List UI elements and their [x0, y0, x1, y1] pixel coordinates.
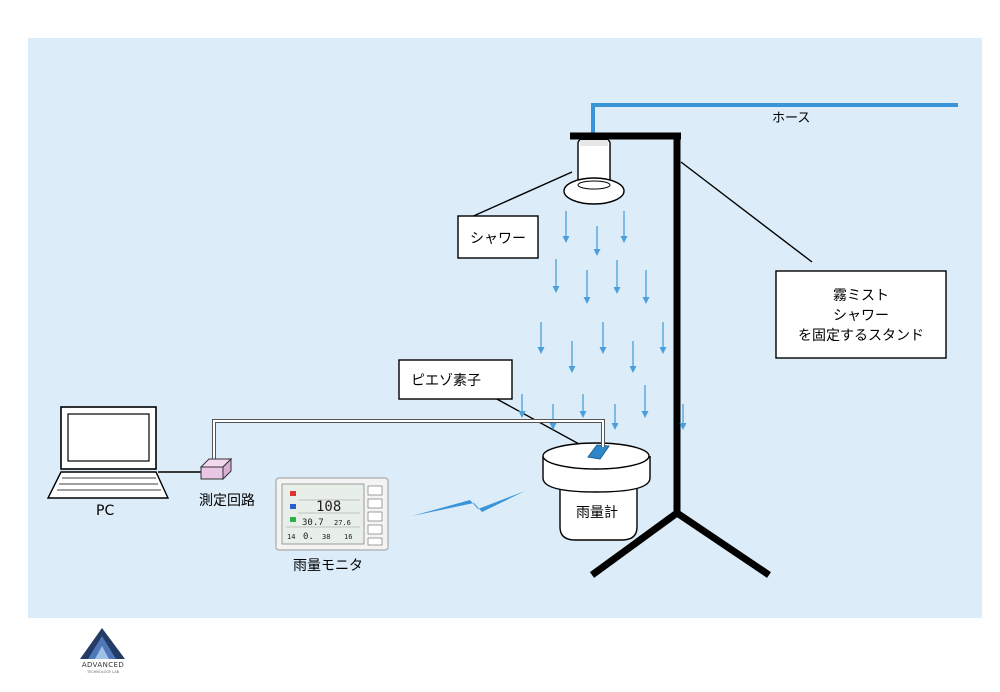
water-drop-arrowhead — [568, 366, 576, 373]
piezo-leader-line — [494, 397, 591, 451]
piezo-element — [587, 444, 610, 460]
stand-leader-line — [680, 161, 813, 263]
water-drop-arrowhead — [579, 411, 587, 418]
logo-sub: TECHNOLOGY LAB — [86, 670, 120, 674]
rain-gauge-label: 雨量計 — [576, 505, 618, 521]
piezo-callout: ピエゾ素子 — [398, 359, 513, 400]
water-drop-arrowhead — [537, 347, 545, 354]
circuit-box-icon — [199, 457, 233, 481]
monitor-bottom-right: 38 — [322, 533, 330, 541]
monitor-main-value: 108 — [316, 499, 341, 515]
water-drop-arrowhead — [620, 236, 628, 243]
water-drop-arrowhead — [642, 297, 650, 304]
water-drop-arrowhead — [549, 423, 557, 430]
water-drop-arrowhead — [679, 423, 687, 430]
water-drop-arrowhead — [659, 347, 667, 354]
monitor-bottom-end: 16 — [344, 533, 352, 541]
water-drop-arrowhead — [611, 423, 619, 430]
monitor-label: 雨量モニタ — [293, 558, 363, 574]
water-drop-arrowhead — [599, 347, 607, 354]
hose-line — [591, 103, 958, 138]
shower-callout: シャワー — [457, 215, 539, 259]
pc-label: PC — [96, 503, 114, 519]
water-drop-arrowhead — [613, 287, 621, 294]
piezo-label: ピエゾ素子 — [411, 373, 481, 389]
laptop-icon — [46, 406, 170, 499]
shower-head-icon — [563, 139, 625, 205]
circuit-label: 測定回路 — [199, 493, 255, 509]
stand-label-line1: 霧ミスト — [833, 288, 889, 304]
stand-leg-left — [589, 510, 680, 578]
water-drop-arrowhead — [518, 411, 526, 418]
logo-name: ADVANCED — [82, 661, 124, 669]
hose-label: ホース — [772, 111, 810, 126]
water-drop-arrowhead — [552, 286, 560, 293]
shower-callout-box — [457, 215, 539, 259]
rain-monitor-icon: 108 30.7 27.6 14 0. 38 16 — [275, 477, 389, 551]
water-drop-arrowhead — [629, 366, 637, 373]
stand-label-line3: を固定するスタンド — [798, 328, 924, 344]
monitor-second-small: 27.6 — [334, 519, 351, 527]
water-drop-arrowhead — [562, 236, 570, 243]
piezo-callout-box — [398, 359, 513, 400]
shower-label: シャワー — [470, 231, 526, 247]
stand-callout: 霧ミスト シャワー を固定するスタンド — [775, 270, 947, 359]
water-drop-arrowhead — [583, 297, 591, 304]
water-drop-arrowhead — [593, 249, 601, 256]
stand-label-line2: シャワー — [833, 308, 889, 324]
monitor-bottom-left: 14 — [287, 533, 295, 541]
monitor-second-value: 30.7 — [302, 518, 324, 528]
stand-leg-right — [675, 510, 771, 578]
shower-leader-line — [459, 171, 573, 223]
stand — [570, 132, 771, 578]
stand-callout-box — [775, 270, 947, 359]
rain-gauge-icon: 雨量計 — [542, 442, 651, 541]
water-drop-arrowhead — [641, 411, 649, 418]
monitor-bottom-mid: 0. — [303, 532, 314, 542]
wireless-signal-icon — [412, 491, 525, 516]
advanced-logo: ADVANCED TECHNOLOGY LAB — [80, 628, 125, 674]
